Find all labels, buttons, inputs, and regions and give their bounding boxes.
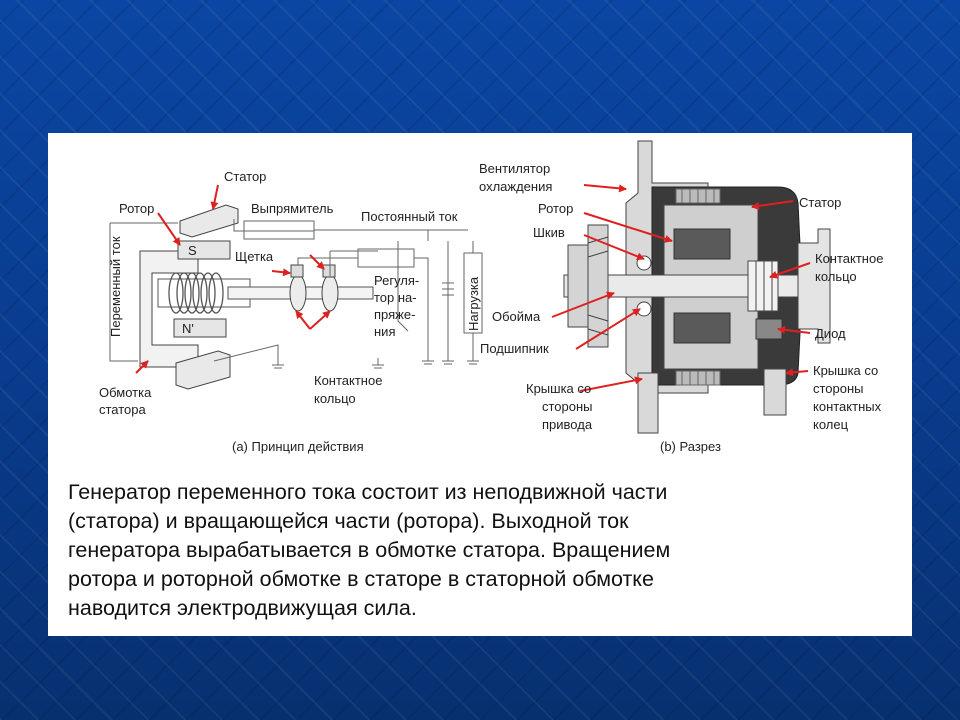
label-ring-cover-2: стороны [813, 381, 864, 396]
label-regulator-2: тор на- [374, 290, 417, 305]
label-pulley: Шкив [533, 225, 565, 240]
label-ring-cover-4: колец [813, 417, 849, 432]
description-paragraph: Генератор переменного тока состоит из не… [68, 478, 898, 623]
label-fan-2: охлаждения [479, 179, 552, 194]
label-stator-winding-1: Обмотка [99, 385, 152, 400]
label-regulator-1: Регуля- [374, 273, 419, 288]
rotor-upper [673, 228, 731, 260]
label-ring-cover-3: контактных [813, 399, 882, 414]
stator-core [675, 188, 721, 386]
label-rotor: Ротор [119, 201, 154, 216]
label-rectifier: Выпрямитель [251, 201, 334, 216]
label-load: Нагрузка [466, 276, 481, 331]
slip-ring-2 [321, 274, 339, 312]
pulley-grooves [587, 236, 609, 336]
label-fan-1: Вентилятор [479, 161, 550, 176]
rotor-frame [139, 242, 199, 376]
red-pointer-arrows [135, 184, 331, 374]
label-ac-current: Переменный ток [108, 236, 123, 337]
pulley [567, 224, 609, 348]
label-retainer: Обойма [492, 309, 541, 324]
label-brush: Щетка [235, 249, 274, 264]
label-slip-ring-right-2: кольцо [815, 269, 857, 284]
label-drive-cover-2: стороны [542, 399, 593, 414]
label-drive-cover-1: Крышка со [526, 381, 591, 396]
description-line: (статора) и вращающейся части (ротора). … [68, 509, 629, 533]
cross-section-diagram: Вентилятор охлаждения Ротор Шкив Статор … [479, 140, 883, 454]
caption-cross-section: (b) Разрез [660, 439, 721, 454]
label-diode: Диод [815, 326, 846, 341]
brush-1 [290, 264, 304, 278]
label-ring-cover-1: Крышка со [813, 363, 878, 378]
ground-symbols [272, 360, 479, 369]
label-stator-winding-2: статора [99, 402, 147, 417]
pole-n-label: N' [182, 321, 194, 336]
label-regulator-3: пряже- [374, 307, 415, 322]
principle-diagram: S N' [99, 169, 483, 454]
label-rotor-right: Ротор [538, 201, 573, 216]
pole-s-label: S [188, 243, 197, 258]
slip-ring-1 [289, 274, 307, 312]
label-slip-ring-right-1: Контактное [815, 251, 883, 266]
rear-lug-top [763, 368, 787, 416]
slip-rings [747, 260, 779, 312]
description-line: наводится электродвижущая сила. [68, 596, 417, 620]
label-stator-right: Статор [799, 195, 841, 210]
slip-ring-lines [755, 261, 773, 311]
alternator-diagram: S N' [99, 140, 883, 454]
description-line: ротора и роторной обмотке в статоре в ст… [68, 567, 654, 591]
brush-2 [322, 264, 336, 278]
caption-principle: (a) Принцип действия [232, 439, 364, 454]
capacitor [442, 282, 454, 296]
red-pointer-arrows-right [551, 184, 811, 392]
rotor-lower [673, 312, 731, 344]
label-bearing: Подшипник [480, 341, 549, 356]
stator-block [179, 204, 239, 238]
label-slip-ring-2: кольцо [314, 391, 356, 406]
label-dc-current: Постоянный ток [361, 209, 458, 224]
description-line: Генератор переменного тока состоит из не… [68, 480, 668, 504]
pole-n [173, 318, 227, 338]
label-drive-cover-3: привода [542, 417, 593, 432]
label-slip-ring-1: Контактное [314, 373, 382, 388]
description-line: генератора вырабатывается в обмотке стат… [68, 538, 671, 562]
label-stator: Статор [224, 169, 266, 184]
circuit-wiring [109, 219, 483, 365]
rear-lug-bottom [637, 372, 659, 434]
label-regulator-4: ния [374, 324, 395, 339]
slide-content-panel: S N' [48, 133, 912, 636]
pole-s [177, 240, 231, 260]
slip-ring-end-cover [797, 228, 831, 344]
rotor-coil [168, 272, 224, 314]
